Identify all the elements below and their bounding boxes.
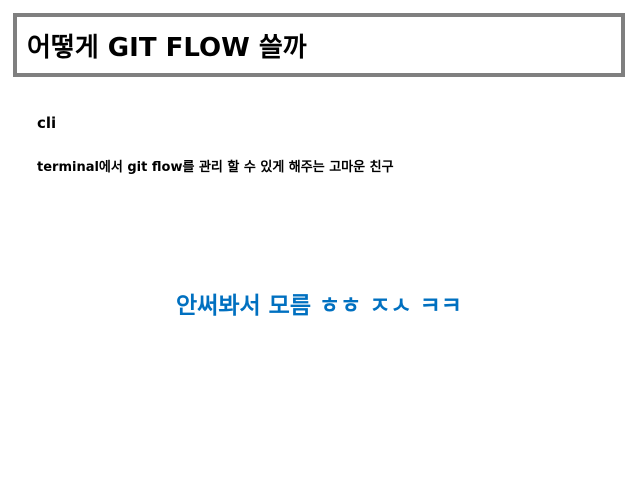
slide-line-cli: cli xyxy=(37,114,57,132)
slide-highlight-text: 안써봐서 모름 ㅎㅎ ㅈㅅ ㅋㅋ xyxy=(176,293,462,319)
slide-line-description: terminal에서 git flow를 관리 할 수 있게 해주는 고마운 친… xyxy=(37,160,394,175)
slide-title: 어떻게 GIT FLOW 쓸까 xyxy=(27,32,307,63)
slide-title-box: 어떻게 GIT FLOW 쓸까 xyxy=(13,13,625,77)
